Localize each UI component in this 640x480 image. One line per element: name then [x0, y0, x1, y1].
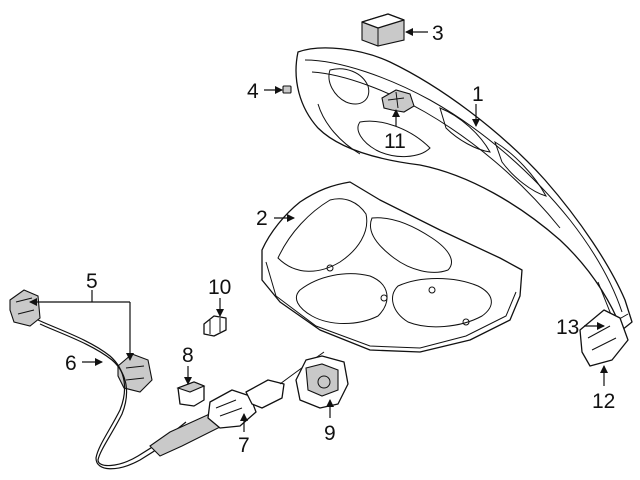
hood-latch-striker: [381, 89, 415, 113]
hood-bumper-pad: [361, 13, 405, 47]
callout-2: 2: [256, 207, 268, 230]
callout-7: 7: [238, 434, 250, 457]
hood-panel: [295, 47, 633, 367]
callout-11: 11: [384, 130, 406, 153]
callout-10: 10: [208, 276, 231, 299]
callout-1: 1: [472, 83, 484, 106]
callout-4: 4: [247, 80, 259, 103]
hood-release-lever: [117, 353, 153, 393]
leader-lines: [29, 28, 608, 432]
hood-clip: [282, 85, 292, 94]
callout-labels: 1 2 3 4 5 6 7 8 9 10 11 12 13: [65, 22, 615, 457]
cable-bracket: [203, 315, 227, 337]
hood-latch: [295, 355, 349, 409]
hood-release-cable: [37, 319, 189, 470]
callout-5: 5: [86, 270, 98, 293]
callout-12: 12: [592, 390, 615, 413]
callout-6: 6: [65, 352, 77, 375]
grommet: [176, 381, 206, 407]
callout-9: 9: [324, 422, 336, 445]
callout-13: 13: [556, 316, 579, 339]
callout-8: 8: [182, 344, 194, 367]
callout-3: 3: [432, 22, 444, 45]
hood-insulator: [261, 181, 523, 353]
lock-cylinder-assembly: [149, 351, 325, 457]
hood-release-handle: [9, 289, 41, 327]
